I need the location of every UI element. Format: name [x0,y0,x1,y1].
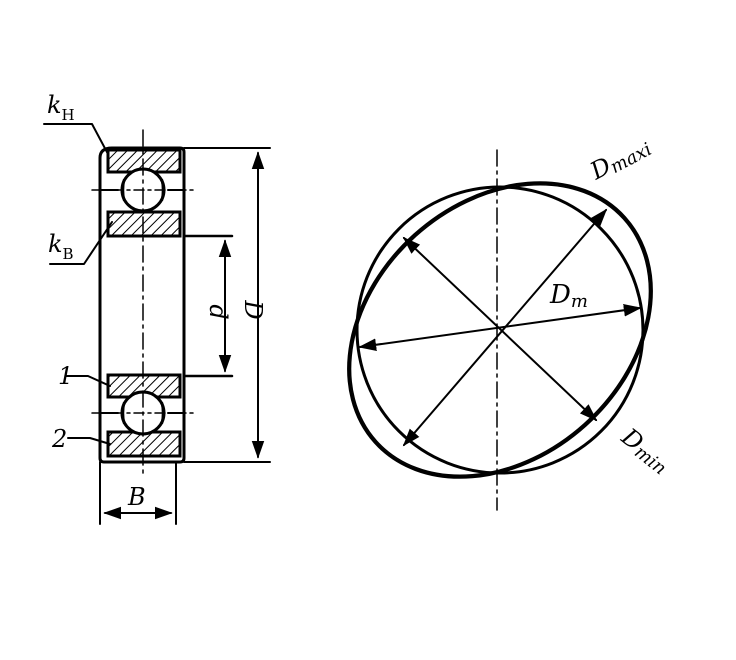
mean-diameter-label: Dm [549,280,588,312]
bore-diameter-label: d [204,304,232,319]
mean-diameter-arrow [358,303,642,352]
bottom-bearing-half [99,373,185,458]
outer-ring-bottom [106,430,182,458]
outer-ring-k-label: kH [47,91,75,124]
min-diameter-label: Dmin [614,422,676,479]
max-diameter-arrow [402,236,598,422]
bearing-section-view: d D B kH kB 1 2 [43,91,271,525]
part-2-label: 2 [51,425,67,453]
inner-ring-k-label: kB [48,230,74,263]
inner-ring-top [106,210,182,238]
max-diameter-label: Dmaxi [585,131,656,188]
width-label: B [127,483,146,511]
part-1-label: 1 [58,362,73,390]
ovality-view: Dm Dmaxi Dmin [347,131,676,511]
top-bearing-half [99,148,185,238]
bearing-outline [98,146,186,464]
outer-diameter-label: D [239,299,267,319]
